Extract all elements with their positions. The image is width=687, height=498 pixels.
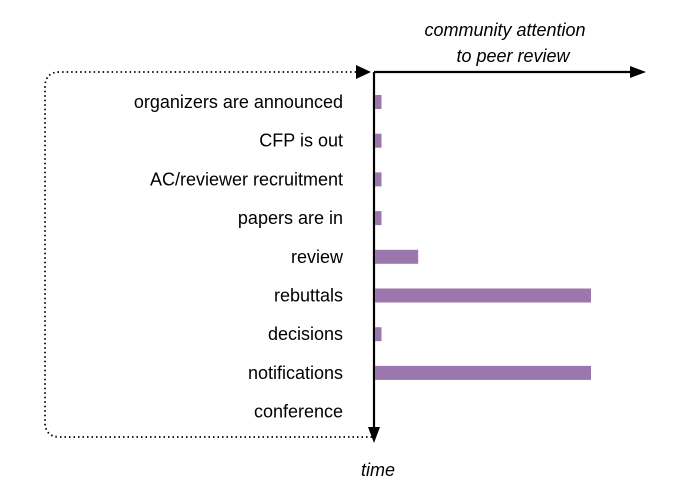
loop-arrow-head (356, 65, 371, 79)
loop-arrow (44, 71, 372, 438)
bars-group (375, 95, 591, 380)
category-label: AC/reviewer recruitment (150, 169, 343, 189)
category-label: notifications (248, 363, 343, 383)
bar (375, 365, 591, 380)
bar (375, 327, 382, 342)
category-label: decisions (268, 324, 343, 344)
bar (375, 133, 382, 148)
x-axis-arrowhead (630, 66, 646, 78)
category-label: CFP is out (259, 131, 343, 151)
bar (375, 211, 382, 226)
category-label: review (291, 247, 344, 267)
category-label: rebuttals (274, 286, 343, 306)
x-axis-label-line-1: community attention (424, 20, 585, 40)
bar (375, 249, 419, 264)
y-axis-label: time (361, 460, 395, 480)
category-label: organizers are announced (134, 92, 343, 112)
bar (375, 95, 382, 109)
bar (375, 172, 382, 187)
category-label: conference (254, 402, 343, 422)
bar (375, 288, 591, 303)
y-axis-arrowhead (368, 427, 380, 443)
category-label: papers are in (238, 208, 343, 228)
x-axis-label-line-2: to peer review (456, 46, 570, 66)
